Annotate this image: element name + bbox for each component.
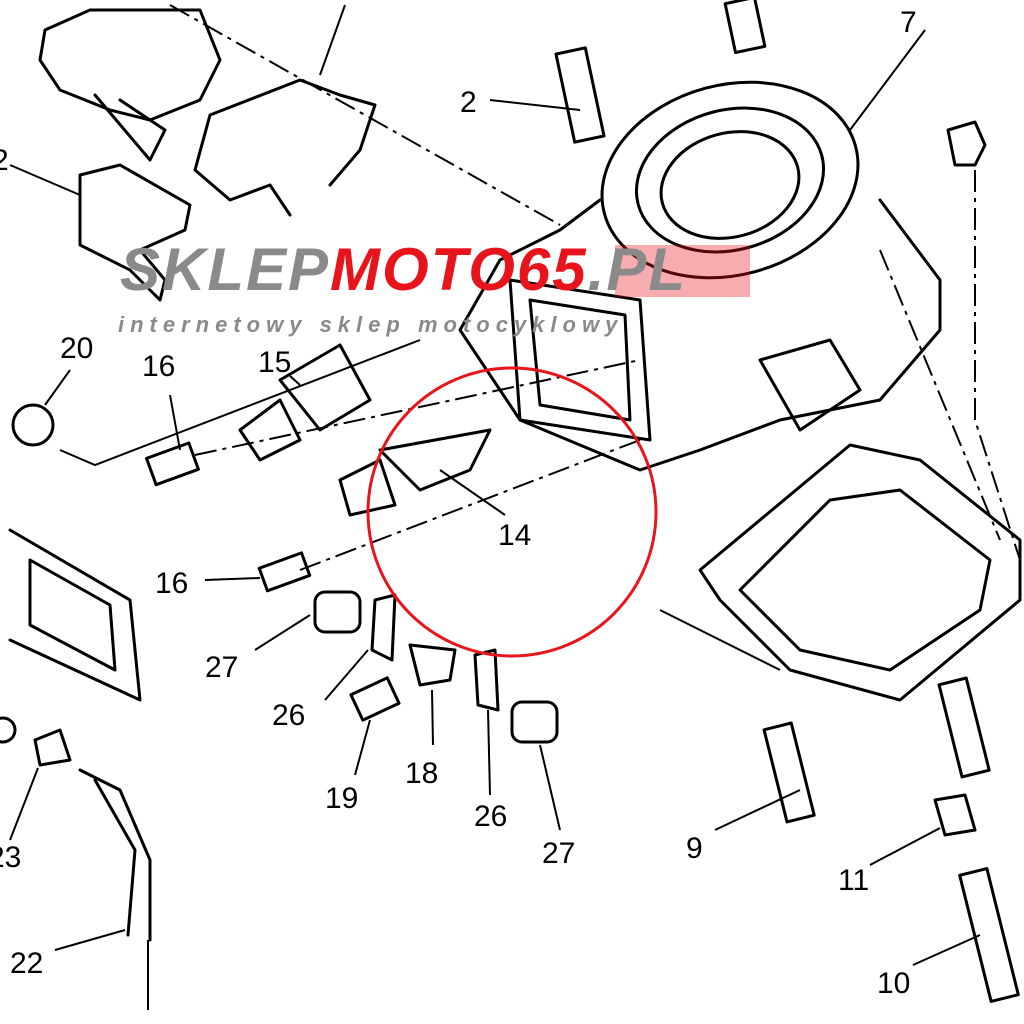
watermark-brand-suffix: .PL xyxy=(588,236,687,303)
part-label-11: 11 xyxy=(838,864,869,897)
part-label-26b: 26 xyxy=(474,800,507,833)
reed-gasket-part xyxy=(38,8,222,162)
watermark-brand-gray: SKLEP xyxy=(120,236,330,303)
nut-part xyxy=(946,120,987,167)
reed-holder-part xyxy=(78,163,192,302)
spring-26b-part xyxy=(473,648,500,712)
part-label-14: 14 xyxy=(498,519,531,552)
stud-parts xyxy=(554,0,1020,1003)
part-label-12: 2 xyxy=(0,144,9,177)
screw-19-part xyxy=(349,676,401,722)
part-label-19: 19 xyxy=(325,782,358,815)
part-label-18: 18 xyxy=(405,757,438,790)
part-label-9: 9 xyxy=(686,832,703,865)
base-gasket-part xyxy=(698,443,1022,702)
washer-20-part xyxy=(11,403,55,447)
highlight-circle xyxy=(366,366,658,658)
manifold-gasket-part xyxy=(193,78,377,217)
watermark-tagline: internetowy sklep motocyklowy xyxy=(118,312,623,337)
bracket-18-part xyxy=(408,643,457,687)
part-label-22: 22 xyxy=(10,947,43,980)
collar-27a-part xyxy=(313,590,362,634)
cap-nut-11-part xyxy=(933,793,977,837)
part-label-27b: 27 xyxy=(542,837,575,870)
part-label-10: 10 xyxy=(877,967,910,1000)
part-label-16b: 16 xyxy=(155,567,188,600)
part-label-27a: 27 xyxy=(205,651,238,684)
watermark-logo: SKLEPMOTO65.PL internetowy sklep motocyk… xyxy=(118,236,750,337)
collar-27b-part xyxy=(510,700,559,744)
cylinder-part xyxy=(458,80,942,472)
part-label-16a: 16 xyxy=(142,350,175,383)
watermark-brand-red: MOTO65 xyxy=(330,236,588,303)
clamp-23-part xyxy=(33,728,72,767)
part-label-20: 20 xyxy=(60,332,93,365)
part-label-26a: 26 xyxy=(272,699,305,732)
bolt-16b-part xyxy=(257,551,312,593)
part-label-2: 2 xyxy=(460,86,477,119)
part-label-15: 15 xyxy=(258,346,291,379)
spring-26a-part xyxy=(370,593,397,662)
bolt-16a-part xyxy=(145,441,200,487)
part-label-7: 7 xyxy=(900,6,917,39)
hose-22-part xyxy=(78,768,152,942)
part-label-23: 23 xyxy=(0,841,21,874)
valve-14-part xyxy=(338,428,492,517)
svg-text:SKLEPMOTO65.PL: SKLEPMOTO65.PL xyxy=(120,236,687,303)
intake-gasket-part xyxy=(8,528,142,702)
valve-15-part xyxy=(238,343,372,462)
part-labels: 2721520161416272619182627911102223 xyxy=(0,6,917,1000)
